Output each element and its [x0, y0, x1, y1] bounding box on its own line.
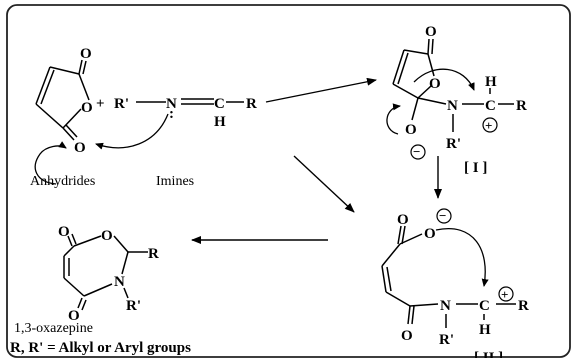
- int2-carbonyl-oxygen: O: [397, 212, 409, 228]
- int2-oxide-oxygen: O: [424, 226, 436, 242]
- imine-hydrogen: H: [214, 114, 226, 130]
- intermediate-2: O O − O N R' C H + R [ II ]: [381, 208, 529, 358]
- imine-r-prime: R': [114, 96, 129, 112]
- oxazepine-top-oxygen: O: [58, 224, 70, 240]
- frame-border: [6, 4, 571, 358]
- curly-arrow-anhydride: [34, 141, 67, 185]
- curly-arrow-int1-ring: [413, 68, 475, 91]
- imine-carbon: C: [214, 96, 225, 112]
- oxazepine-r-prime: R': [126, 298, 141, 314]
- oxazepine-bottom-oxygen: O: [68, 308, 80, 324]
- label-intermediate-2: [ II ]: [474, 350, 503, 358]
- int2-minus-charge: −: [439, 208, 446, 223]
- int1-ring-oxygen: O: [429, 76, 441, 92]
- curly-arrow-int2: [435, 228, 489, 287]
- label-product: 1,3-oxazepine: [14, 321, 93, 336]
- int1-alkoxide-oxygen: O: [405, 122, 417, 138]
- int1-r: R: [516, 98, 527, 114]
- intermediate-1: O O O − N R' C H R + [ I ]: [386, 24, 527, 176]
- int1-r-prime: R': [446, 136, 461, 152]
- ring-oxygen: O: [81, 100, 93, 116]
- plus-sign: +: [96, 96, 105, 112]
- diagram-frame: O O O + R' N : C R H Anhydrides Imines O…: [6, 4, 571, 358]
- oxazepine-nitrogen: N: [114, 274, 125, 290]
- oxazepine-product: O O R N R' O 1,3-oxazepine: [14, 224, 159, 336]
- maleic-anhydride: O O O: [34, 46, 93, 185]
- imine: R' N : C R H: [95, 96, 257, 150]
- label-intermediate-1: [ I ]: [464, 160, 487, 176]
- carbonyl-oxygen-top: O: [80, 46, 92, 62]
- label-imines: Imines: [156, 174, 194, 189]
- arrow-to-intermediate-1: [265, 77, 377, 103]
- int2-plus-charge: +: [501, 287, 508, 302]
- oxazepine-r: R: [148, 246, 159, 262]
- label-anhydrides: Anhydrides: [30, 174, 95, 189]
- imine-nitrogen: N: [166, 96, 177, 112]
- int2-hydrogen: H: [479, 322, 491, 338]
- reaction-scheme: O O O + R' N : C R H Anhydrides Imines O…: [6, 4, 571, 358]
- int1-plus-charge: +: [485, 118, 492, 133]
- arrow-direct-to-int2: [293, 155, 355, 213]
- int2-nitrogen: N: [440, 298, 451, 314]
- int2-r: R: [518, 298, 529, 314]
- int1-carbon: C: [485, 98, 496, 114]
- int2-amide-oxygen: O: [401, 328, 413, 344]
- int2-r-prime: R': [439, 332, 454, 348]
- imine-r: R: [246, 96, 257, 112]
- imine-lone-pair: :: [169, 106, 174, 122]
- int1-hydrogen: H: [485, 74, 497, 90]
- legend-substituents: R, R' = Alkyl or Aryl groups: [10, 340, 191, 356]
- int1-nitrogen: N: [447, 98, 458, 114]
- int2-carbon: C: [479, 298, 490, 314]
- int1-minus-charge: −: [413, 144, 420, 159]
- carbonyl-oxygen-bottom: O: [74, 140, 86, 156]
- oxazepine-ring-oxygen: O: [101, 228, 113, 244]
- curly-arrow-imine: [95, 113, 169, 150]
- curly-arrow-int1-oxygen: [386, 103, 401, 135]
- int1-carbonyl-oxygen: O: [425, 24, 437, 40]
